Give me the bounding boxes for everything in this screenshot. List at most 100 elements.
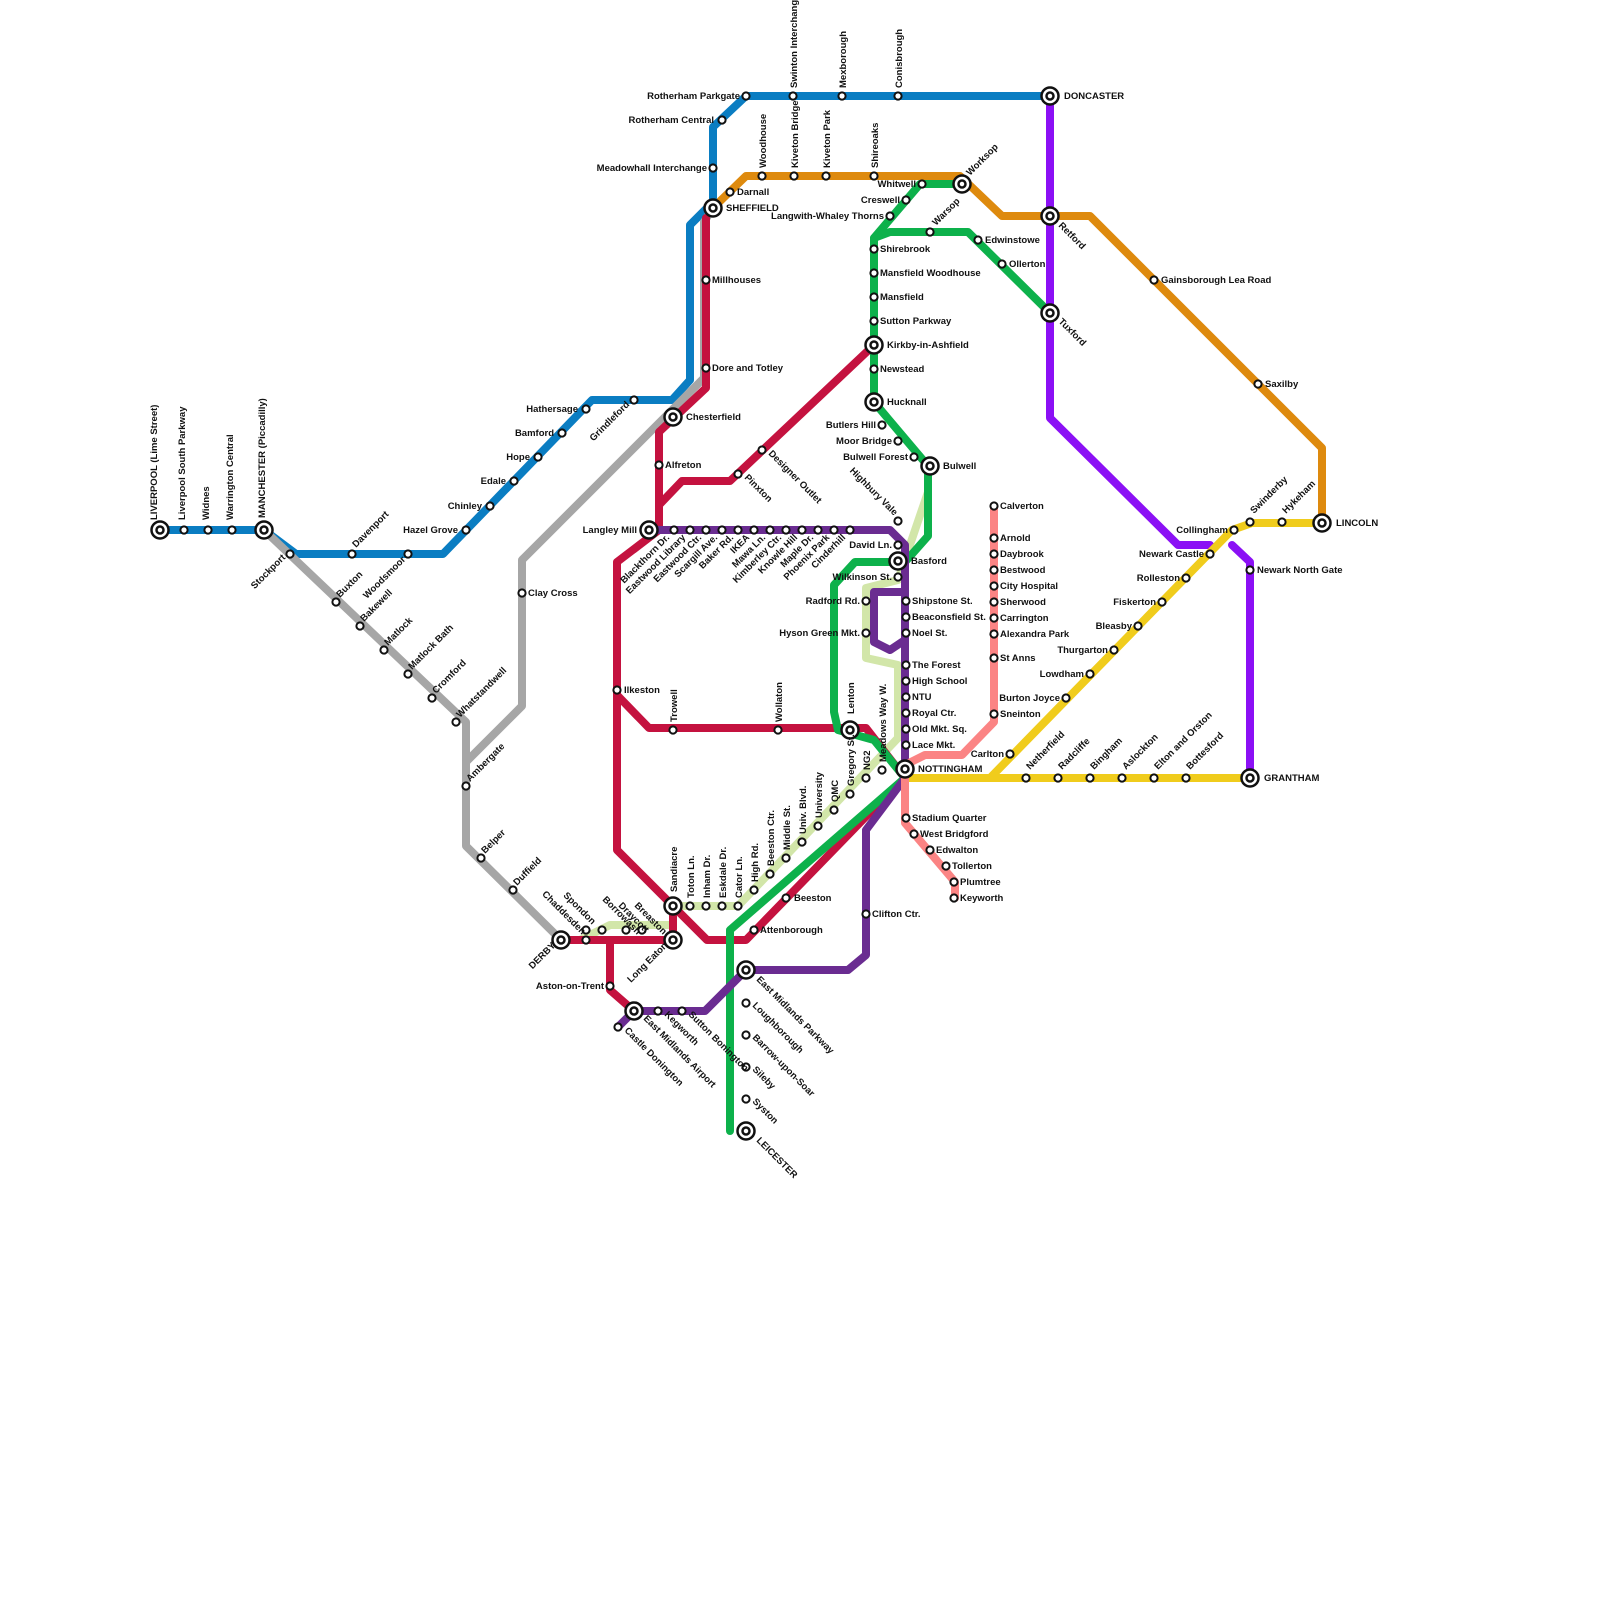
station-qmc[interactable] xyxy=(830,806,837,813)
station-barrow-upon-soar[interactable] xyxy=(742,1031,749,1038)
station-ollerton[interactable] xyxy=(998,260,1005,267)
station-swinton-interchange[interactable] xyxy=(789,92,796,99)
station-phoenix-park[interactable] xyxy=(830,526,837,533)
station-old-mkt-sq[interactable] xyxy=(902,725,909,732)
station-beaconsfield-st[interactable] xyxy=(902,613,909,620)
station-liverpool-south-parkway[interactable] xyxy=(180,526,187,533)
station-clay-cross[interactable] xyxy=(518,589,525,596)
station-whatstandwell[interactable] xyxy=(452,718,459,725)
station-radford-rd[interactable] xyxy=(862,597,869,604)
station-millhouses[interactable] xyxy=(702,276,709,283)
station-newark-north-gate[interactable] xyxy=(1246,566,1253,573)
station-attenborough[interactable] xyxy=(750,926,757,933)
station-widnes[interactable] xyxy=(204,526,211,533)
station-cinderhill[interactable] xyxy=(846,526,853,533)
station-carlton[interactable] xyxy=(1006,750,1013,757)
station-plumtree[interactable] xyxy=(950,878,957,885)
station-collingham[interactable] xyxy=(1230,526,1237,533)
station-tollerton[interactable] xyxy=(942,862,949,869)
station-sutton-bonington[interactable] xyxy=(678,1007,685,1014)
station-meadowhall-interchange[interactable] xyxy=(709,164,716,171)
station-keyworth[interactable] xyxy=(950,894,957,901)
station-designer-outlet[interactable] xyxy=(758,446,765,453)
station-alexandra-park[interactable] xyxy=(990,630,997,637)
station-hope[interactable] xyxy=(534,453,541,460)
station-matlock[interactable] xyxy=(380,646,387,653)
station-noel-st[interactable] xyxy=(902,629,909,636)
station-bottesford[interactable] xyxy=(1182,774,1189,781)
station-eskdale-dr[interactable] xyxy=(718,902,725,909)
station-woodsmoor[interactable] xyxy=(404,550,411,557)
station-royal-ctr[interactable] xyxy=(902,709,909,716)
station-mansfield-woodhouse[interactable] xyxy=(870,269,877,276)
station-belper[interactable] xyxy=(477,854,484,861)
station-elton-and-orston[interactable] xyxy=(1150,774,1157,781)
station-dore-and-totley[interactable] xyxy=(702,364,709,371)
station-blackthorn-dr[interactable] xyxy=(670,526,677,533)
station-newstead[interactable] xyxy=(870,365,877,372)
station-edwinstowe[interactable] xyxy=(974,236,981,243)
station-newark-castle[interactable] xyxy=(1206,550,1213,557)
station-ambergate[interactable] xyxy=(462,782,469,789)
station-netherfield[interactable] xyxy=(1022,774,1029,781)
station-loughborough[interactable] xyxy=(742,999,749,1006)
station-baker-rd[interactable] xyxy=(734,526,741,533)
station-castle-donington[interactable] xyxy=(614,1023,621,1030)
station-beeston-ctr[interactable] xyxy=(766,870,773,877)
station-chaddesden[interactable] xyxy=(582,936,589,943)
station-lace-mkt[interactable] xyxy=(902,741,909,748)
station-woodhouse[interactable] xyxy=(758,172,765,179)
station-highbury-vale[interactable] xyxy=(894,517,901,524)
station-rolleston[interactable] xyxy=(1182,574,1189,581)
station-bakewell[interactable] xyxy=(356,622,363,629)
station-stadium-quarter[interactable] xyxy=(902,814,909,821)
station-warrington-central[interactable] xyxy=(228,526,235,533)
station-darnall[interactable] xyxy=(726,188,733,195)
station-rotherham-central[interactable] xyxy=(718,116,725,123)
station-eastwood-library[interactable] xyxy=(686,526,693,533)
station-cromford[interactable] xyxy=(428,694,435,701)
station-gainsborough-lea-road[interactable] xyxy=(1150,276,1157,283)
station-cator-ln[interactable] xyxy=(734,902,741,909)
station-high-rd[interactable] xyxy=(750,886,757,893)
station-grindleford[interactable] xyxy=(630,396,637,403)
station-kegworth[interactable] xyxy=(654,1007,661,1014)
station-matlock-bath[interactable] xyxy=(404,670,411,677)
station-mexborough[interactable] xyxy=(838,92,845,99)
station-kiveton-park[interactable] xyxy=(822,172,829,179)
station-edwalton[interactable] xyxy=(926,846,933,853)
station-maple-dr[interactable] xyxy=(814,526,821,533)
station-scargill-ave[interactable] xyxy=(718,526,725,533)
station-shipstone-st[interactable] xyxy=(902,597,909,604)
station-borrowash[interactable] xyxy=(598,926,605,933)
station-daybrook[interactable] xyxy=(990,550,997,557)
station-kimberley-ctr[interactable] xyxy=(782,526,789,533)
station-buxton[interactable] xyxy=(332,598,339,605)
station-inham-dr[interactable] xyxy=(702,902,709,909)
station-ilkeston[interactable] xyxy=(613,686,620,693)
station-duffield[interactable] xyxy=(509,886,516,893)
station-meadows-way-w[interactable] xyxy=(878,766,885,773)
station-whitwell[interactable] xyxy=(918,180,925,187)
station-butlers-hill[interactable] xyxy=(878,421,885,428)
station-warsop[interactable] xyxy=(926,228,933,235)
station-aslockton[interactable] xyxy=(1118,774,1125,781)
station-rotherham-parkgate[interactable] xyxy=(742,92,749,99)
station-high-school[interactable] xyxy=(902,677,909,684)
station-langwith-whaley-thorns[interactable] xyxy=(886,212,893,219)
station-west-bridgford[interactable] xyxy=(910,830,917,837)
station-alfreton[interactable] xyxy=(655,461,662,468)
station-mansfield[interactable] xyxy=(870,293,877,300)
station-hathersage[interactable] xyxy=(582,405,589,412)
station-hyson-green-mkt[interactable] xyxy=(862,629,869,636)
station-moor-bridge[interactable] xyxy=(894,437,901,444)
station-wollaton[interactable] xyxy=(774,726,781,733)
station-bamford[interactable] xyxy=(558,429,565,436)
station-aston-on-trent[interactable] xyxy=(606,982,613,989)
station-sutton-parkway[interactable] xyxy=(870,317,877,324)
station-beeston[interactable] xyxy=(782,894,789,901)
station-creswell[interactable] xyxy=(902,196,909,203)
station-fiskerton[interactable] xyxy=(1158,598,1165,605)
station-knowle-hill[interactable] xyxy=(798,526,805,533)
station-arnold[interactable] xyxy=(990,534,997,541)
